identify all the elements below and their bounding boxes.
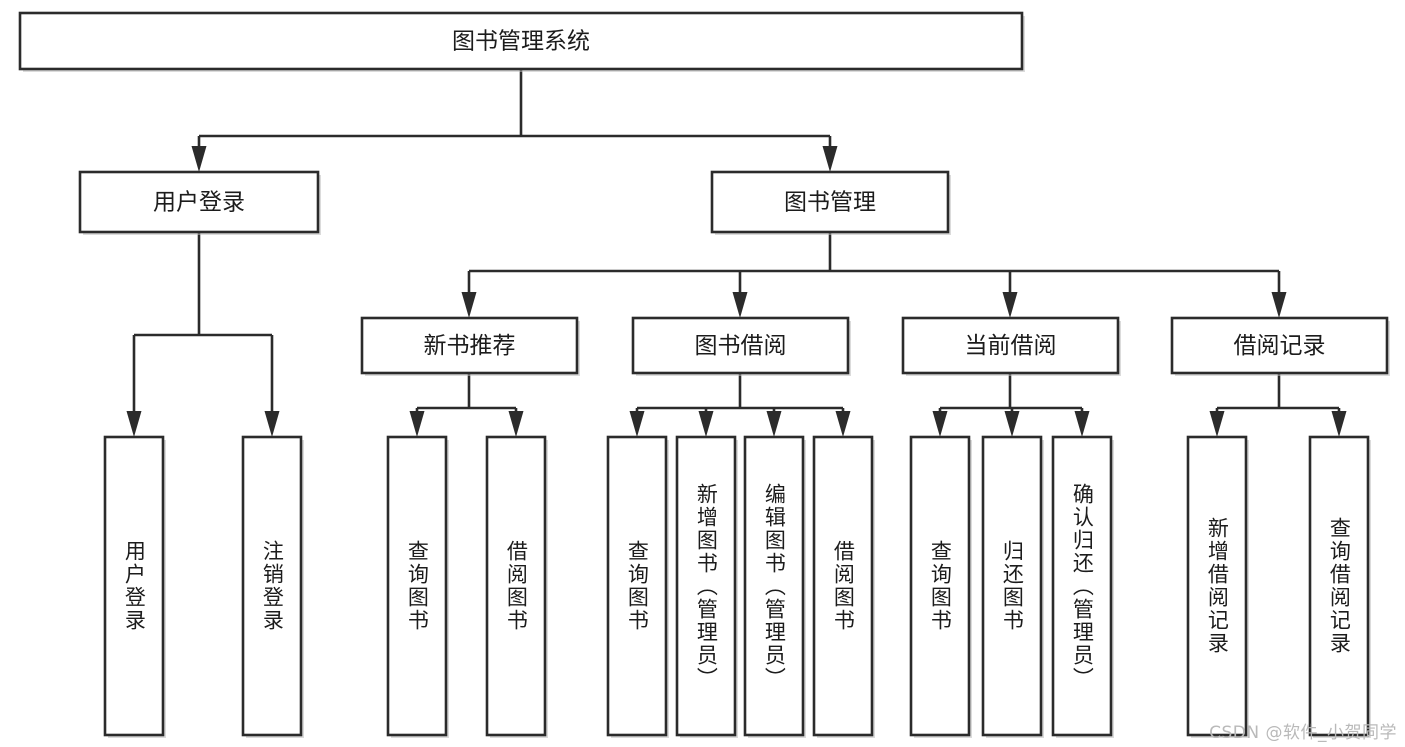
arrow-head-rc-to-l1 xyxy=(409,411,425,437)
arrow-head-ul-to-leaf1 xyxy=(126,411,142,437)
leaf-box-leaf-current-confirm[interactable] xyxy=(1051,435,1113,737)
leaf-box-leaf-current-query[interactable] xyxy=(909,435,971,737)
csdn-watermark: CSDN @软件_小贺同学 xyxy=(1209,723,1397,743)
arrow-head-bb-to-l2 xyxy=(698,411,714,437)
node-root-label: 图书管理系统 xyxy=(452,29,590,55)
leaf-box-leaf-record-query[interactable] xyxy=(1308,435,1370,737)
arrow-head-cb-to-l3 xyxy=(1074,411,1090,437)
node-current-borrow-label: 当前借阅 xyxy=(965,333,1057,359)
leaf-box-leaf-borrow-add[interactable] xyxy=(675,435,737,737)
arrow-head-rr-to-l1 xyxy=(1209,411,1225,437)
node-box-borrow-record[interactable] xyxy=(1170,316,1389,375)
arrow-head-rr-to-l2 xyxy=(1331,411,1347,437)
arrow-head-bb-to-l4 xyxy=(835,411,851,437)
leaf-box-leaf-current-return[interactable] xyxy=(981,435,1043,737)
node-box-user-login[interactable] xyxy=(78,170,320,234)
leaf-box-leaf-user-login[interactable] xyxy=(103,435,165,737)
leaf-box-leaf-record-add[interactable] xyxy=(1186,435,1248,737)
leaf-box-leaf-user-logout[interactable] xyxy=(241,435,303,737)
arrow-head-bm-to-recommend xyxy=(461,292,477,318)
arrow-head-bm-to-record xyxy=(1271,292,1287,318)
arrow-head-bus-to-user-login xyxy=(191,146,207,172)
node-box-current-borrow[interactable] xyxy=(901,316,1120,375)
node-book-borrow-label: 图书借阅 xyxy=(695,333,787,359)
leaf-box-leaf-borrow-edit[interactable] xyxy=(743,435,805,737)
arrow-head-bm-to-borrow xyxy=(732,292,748,318)
leaf-box-leaf-recommend-borrow[interactable] xyxy=(485,435,547,737)
node-box-new-book-recommend[interactable] xyxy=(360,316,579,375)
leaf-box-leaf-borrow-lend[interactable] xyxy=(812,435,874,737)
arrow-head-cb-to-l2 xyxy=(1004,411,1020,437)
leaf-box-leaf-borrow-query[interactable] xyxy=(606,435,668,737)
arrow-head-bb-to-l1 xyxy=(629,411,645,437)
node-borrow-record-label: 借阅记录 xyxy=(1234,333,1326,359)
node-user-login-label: 用户登录 xyxy=(153,190,245,216)
arrow-head-bus-to-book-manage xyxy=(822,146,838,172)
leaf-box-leaf-recommend-query[interactable] xyxy=(386,435,448,737)
node-box-layer xyxy=(18,11,1390,738)
arrow-head-ul-to-leaf2 xyxy=(264,411,280,437)
arrow-head-cb-to-l1 xyxy=(932,411,948,437)
arrow-head-bb-to-l3 xyxy=(766,411,782,437)
node-box-book-manage[interactable] xyxy=(710,170,950,234)
node-new-book-recommend-label: 新书推荐 xyxy=(424,333,516,359)
node-box-book-borrow[interactable] xyxy=(631,316,850,375)
node-book-manage-label: 图书管理 xyxy=(784,190,876,216)
arrow-head-rc-to-l2 xyxy=(508,411,524,437)
arrow-head-bm-to-current xyxy=(1002,292,1018,318)
node-box-root[interactable] xyxy=(18,11,1024,71)
connector-layer xyxy=(126,69,1347,437)
